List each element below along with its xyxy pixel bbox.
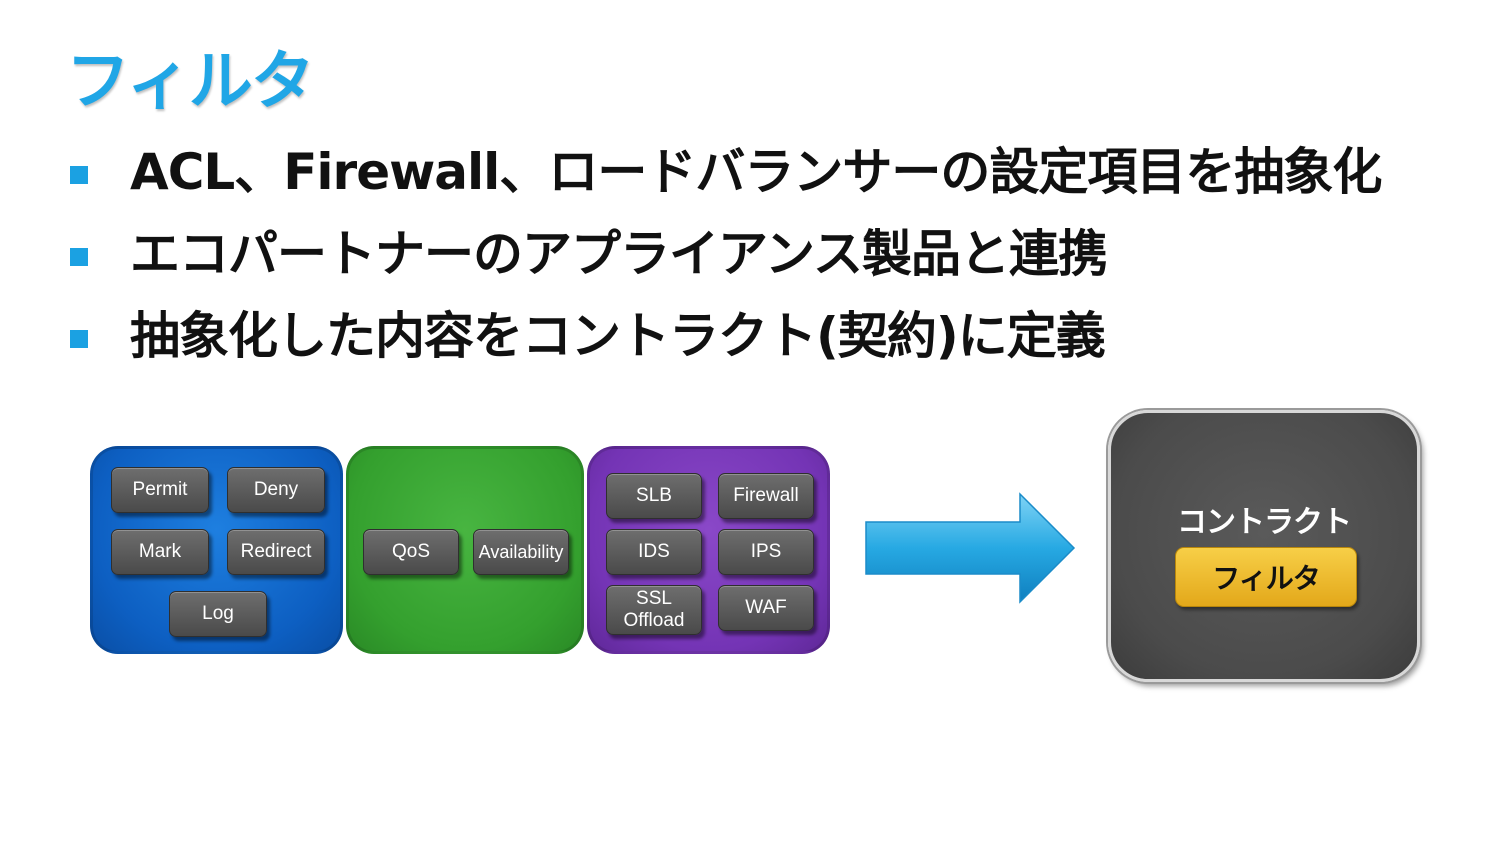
availability-button: Availability: [473, 529, 569, 575]
bullet-square-icon: [70, 166, 88, 184]
contract-label: コントラクト: [1177, 505, 1352, 540]
bullet-item: ACL、Firewall、ロードバランサーの設定項目を抽象化: [68, 140, 1382, 222]
qos-button: QoS: [363, 529, 459, 575]
right-arrow-icon: [865, 492, 1076, 604]
bullet-item: エコパートナーのアプライアンス製品と連携: [68, 222, 1381, 304]
bullet-list: ACL、Firewall、ロードバランサーの設定項目を抽象化 エコパートナーのア…: [68, 140, 1382, 386]
bullet-text: ACL、Firewall、ロードバランサーの設定項目を抽象化: [130, 143, 1382, 201]
filter-button: フィルタ: [1175, 547, 1357, 607]
bullet-text: 抽象化した内容をコントラクト(契約)に定義: [130, 307, 1106, 365]
bullet-square-icon: [70, 330, 88, 348]
ips-button: IPS: [718, 529, 814, 575]
slide-title: フィルタ: [66, 45, 315, 119]
bullet-text: エコパートナーのアプライアンス製品と連携: [130, 225, 1108, 283]
bullet-square-icon: [70, 248, 88, 266]
ids-button: IDS: [606, 529, 702, 575]
service-panel: SLB Firewall IDS IPS SSL Offload WAF: [587, 446, 830, 654]
redirect-button: Redirect: [227, 529, 325, 575]
log-button: Log: [169, 591, 267, 637]
permit-button: Permit: [111, 467, 209, 513]
ssl-offload-button: SSL Offload: [606, 585, 702, 635]
mark-button: Mark: [111, 529, 209, 575]
slb-button: SLB: [606, 473, 702, 519]
deny-button: Deny: [227, 467, 325, 513]
acl-panel: Permit Deny Mark Redirect Log: [90, 446, 343, 654]
qos-panel: QoS Availability: [346, 446, 584, 654]
contract-box: コントラクト フィルタ: [1108, 410, 1420, 682]
firewall-button: Firewall: [718, 473, 814, 519]
waf-button: WAF: [718, 585, 814, 631]
bullet-item: 抽象化した内容をコントラクト(契約)に定義: [68, 304, 1381, 386]
